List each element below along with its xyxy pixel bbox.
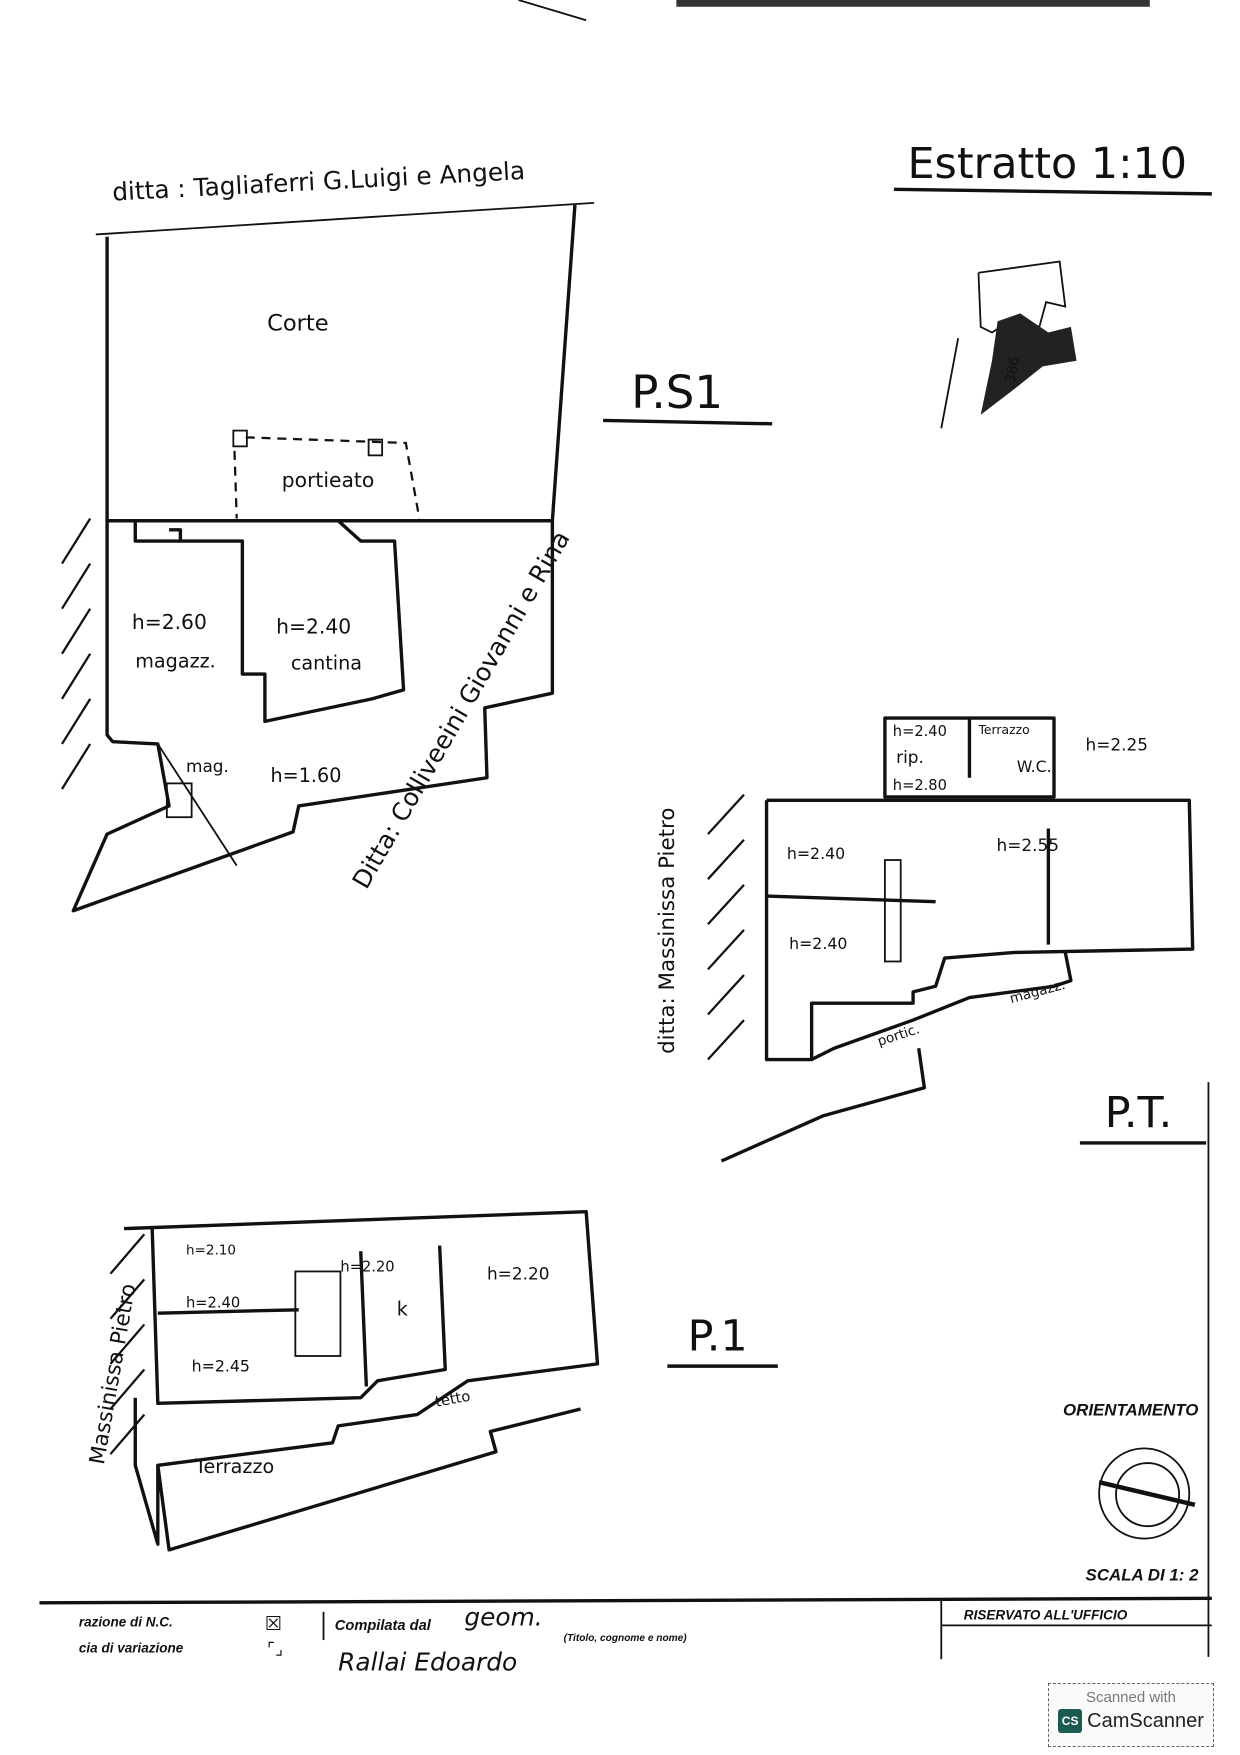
pt-terrace-label: Terrazzo — [977, 722, 1029, 737]
neighbor-p1: Massinissa Pietro — [85, 1282, 141, 1467]
watermark-brand-row: CS CamScanner — [1049, 1709, 1213, 1733]
nc-declaration-label: razione di N.C. — [79, 1615, 173, 1630]
compass-icon — [1098, 1447, 1196, 1540]
pt-rip-height-2: h=2.80 — [893, 777, 947, 794]
p1-title: P.1 — [688, 1311, 748, 1361]
room-name: mag. — [186, 756, 229, 776]
pt-wc-height: h=2.25 — [1086, 735, 1148, 755]
neighbor-ps1: Ditta: Colliveeini Giovanni e Rina — [346, 526, 575, 894]
variation-label: cia di variazione — [79, 1640, 184, 1655]
compiler-name: Rallai Edoardo — [338, 1647, 517, 1676]
pt-title: P.T. — [1105, 1088, 1172, 1138]
nc-checkbox: ☒ — [265, 1612, 282, 1635]
variation-checkbox: ⌜⌟ — [267, 1639, 283, 1659]
watermark-line1: Scanned with — [1085, 1689, 1177, 1706]
room-height: h=1.60 — [271, 764, 342, 787]
pt-storage-label: magazz. — [1008, 977, 1067, 1007]
name-caption: (Titolo, cognome e nome) — [564, 1633, 688, 1644]
legend: ORIENTAMENTO SCALA DI 1: 2 — [1063, 1082, 1210, 1657]
room-name: cantina — [291, 652, 362, 675]
pt-room-height: h=2.40 — [787, 844, 845, 863]
p1-height: h=2.40 — [186, 1295, 240, 1312]
p1-terrace-label: Terrazzo — [194, 1455, 274, 1478]
watermark-brand: CamScanner — [1087, 1709, 1204, 1732]
parcel-number: 386 — [1003, 356, 1023, 384]
room-height: h=2.40 — [276, 614, 351, 638]
plan-p1: h=2.10 h=2.40 h=2.45 h=2.20 k h=2.20 tet… — [85, 1210, 778, 1552]
plan-ps1: P.S1 Corte portieato h=2.60 magazz. h=2.… — [61, 205, 773, 913]
owner-line — [95, 201, 595, 236]
pt-rip-height: h=2.40 — [893, 723, 947, 740]
office-reserved-label: RISERVATO ALL'UFFICIO — [964, 1608, 1128, 1623]
room-name: magazz. — [135, 649, 216, 672]
p1-height: h=2.20 — [340, 1258, 394, 1275]
scale-label: SCALA DI 1: 2 — [1086, 1565, 1200, 1584]
camscanner-logo-icon: CS — [1058, 1709, 1083, 1733]
orientation-label: ORIENTAMENTO — [1063, 1401, 1198, 1420]
site-map: 386 — [940, 260, 1077, 429]
camscanner-watermark: Scanned with CS CamScanner — [1048, 1683, 1214, 1747]
plan-pt: h=2.40 rip. h=2.80 Terrazzo W.C. h=2.25 … — [655, 716, 1207, 1163]
p1-height: h=2.45 — [192, 1357, 250, 1376]
extract-underline — [893, 187, 1212, 196]
compiled-by-label: Compilata dal — [335, 1618, 432, 1634]
footer-form: razione di N.C. ☒ cia di variazione ⌜⌟ C… — [39, 1596, 1212, 1676]
p1-height: h=2.10 — [186, 1243, 236, 1259]
ps1-title: P.S1 — [631, 366, 723, 419]
neighbor-pt: ditta: Massinissa Pietro — [655, 807, 680, 1053]
owner-top-label: ditta : Tagliaferri G.Luigi e Angela — [112, 156, 526, 207]
compiler-title: geom. — [464, 1602, 542, 1631]
extract-title: Estratto 1:10 — [907, 139, 1187, 189]
p1-roof-label: tetto — [434, 1388, 472, 1411]
pt-room-height: h=2.55 — [997, 835, 1059, 855]
pt-room-height: h=2.40 — [789, 934, 847, 953]
pt-wc-label: W.C. — [1017, 757, 1052, 776]
porch-label: portieato — [282, 468, 374, 492]
top-border-scan — [518, 0, 1150, 22]
p1-height: h=2.20 — [487, 1263, 549, 1283]
room-height: h=2.60 — [132, 610, 207, 634]
p1-kitchen-label: k — [397, 1297, 409, 1320]
pt-rip-label: rip. — [896, 747, 924, 767]
court-label: Corte — [267, 310, 328, 336]
